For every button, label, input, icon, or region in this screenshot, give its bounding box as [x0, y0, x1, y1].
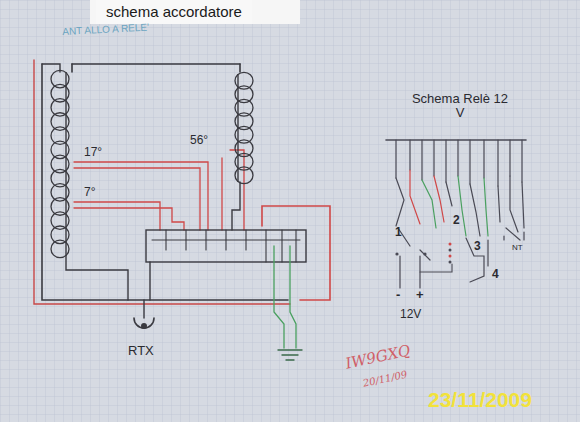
callout-number: 1	[395, 226, 402, 239]
date-stamp: 23/11/2009	[428, 388, 532, 411]
tap-label: 17°	[84, 146, 102, 159]
diagram-title: schema accordatore	[96, 0, 252, 24]
coil-left	[51, 70, 69, 257]
contact-label: NT	[512, 244, 523, 253]
wiring	[34, 60, 330, 360]
relay-schematic	[386, 140, 526, 288]
voltage-label: 12V	[400, 308, 421, 321]
tap-label: 56°	[190, 134, 208, 147]
title-panel	[90, 0, 300, 24]
tap-label: 7°	[84, 186, 95, 199]
coil-right	[235, 72, 253, 183]
polarity-sign: -	[396, 288, 400, 302]
callout-number: 4	[492, 268, 499, 281]
callout-number: 2	[453, 214, 460, 227]
callout-number: 3	[474, 240, 481, 253]
relay-heading: Schema Relè 12 V	[410, 92, 510, 121]
polarity-sign: +	[416, 288, 424, 302]
connector-label: RTX	[128, 344, 154, 358]
